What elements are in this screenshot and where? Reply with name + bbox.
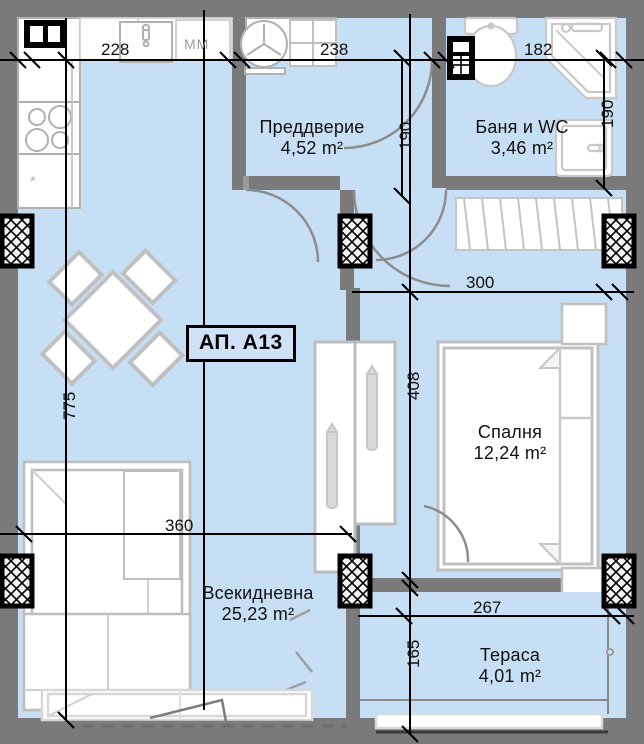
shower-icon xyxy=(544,16,618,100)
structural-column xyxy=(0,213,637,609)
cooktop-icon xyxy=(17,101,81,155)
window-unit xyxy=(40,688,314,722)
radiator-icon xyxy=(455,197,623,251)
dimension-300: 300 xyxy=(466,273,495,292)
hood-symbol: * xyxy=(30,173,36,190)
electrical-panel-icon xyxy=(24,20,66,48)
room-label-bedroom: Спалня 12,24 m² xyxy=(420,422,600,464)
dimension-190-hall: 190 xyxy=(396,121,415,150)
dimension-238: 238 xyxy=(320,40,349,59)
round-cooktop-icon xyxy=(240,20,288,75)
dimension-267: 267 xyxy=(473,598,502,617)
refrigerator-icon xyxy=(17,59,81,103)
room-area: 4,01 m² xyxy=(478,666,542,687)
range-hood-icon xyxy=(17,153,81,209)
room-area: 4,52 m² xyxy=(280,138,344,159)
room-label-hall: Преддверие 4,52 m² xyxy=(222,117,402,159)
room-label-bath: Баня и WC 3,46 m² xyxy=(432,117,612,159)
room-label-terrace: Тераса 4,01 m² xyxy=(420,645,600,687)
nightstand-icon xyxy=(560,302,608,610)
dimension-165: 165 xyxy=(404,639,423,668)
room-name: Спалня xyxy=(477,422,543,442)
dimension-360: 360 xyxy=(165,516,194,535)
door-swing xyxy=(245,59,451,288)
intercom-panel-icon xyxy=(447,36,475,80)
room-area: 25,23 m² xyxy=(221,604,295,625)
dining-table-icon xyxy=(39,247,186,388)
appliance-label-mm: ММ xyxy=(184,36,210,52)
dimension-228: 228 xyxy=(101,40,130,59)
washbasin-icon xyxy=(554,118,614,178)
wardrobe-rails xyxy=(325,364,379,509)
terrace-floor xyxy=(360,592,626,714)
room-name: Преддверие xyxy=(259,117,365,137)
room-area: 3,46 m² xyxy=(490,138,554,159)
dimension-408: 408 xyxy=(404,371,423,400)
dimension-182: 182 xyxy=(524,40,553,59)
dimension-190-bath: 190 xyxy=(598,99,617,128)
room-name: Всекидневна xyxy=(202,583,314,603)
kitchen-sink-icon xyxy=(119,21,173,63)
room-label-living: Всекидневна 25,23 m² xyxy=(168,583,348,625)
room-name: Тераса xyxy=(479,645,541,665)
coffee-table-icon xyxy=(123,470,181,580)
room-name: Баня и WC xyxy=(475,117,569,137)
apartment-label: АП. А13 xyxy=(186,325,296,362)
living-floor-detail xyxy=(285,608,313,692)
room-area: 12,24 m² xyxy=(473,443,547,464)
bedroom-door-swing xyxy=(423,504,470,563)
bed-icon xyxy=(436,340,600,572)
dimension-775: 775 xyxy=(60,391,79,420)
balcony-rail-detail xyxy=(64,698,312,724)
toilet-icon xyxy=(463,16,519,88)
kitchen-window-unit xyxy=(289,19,337,67)
